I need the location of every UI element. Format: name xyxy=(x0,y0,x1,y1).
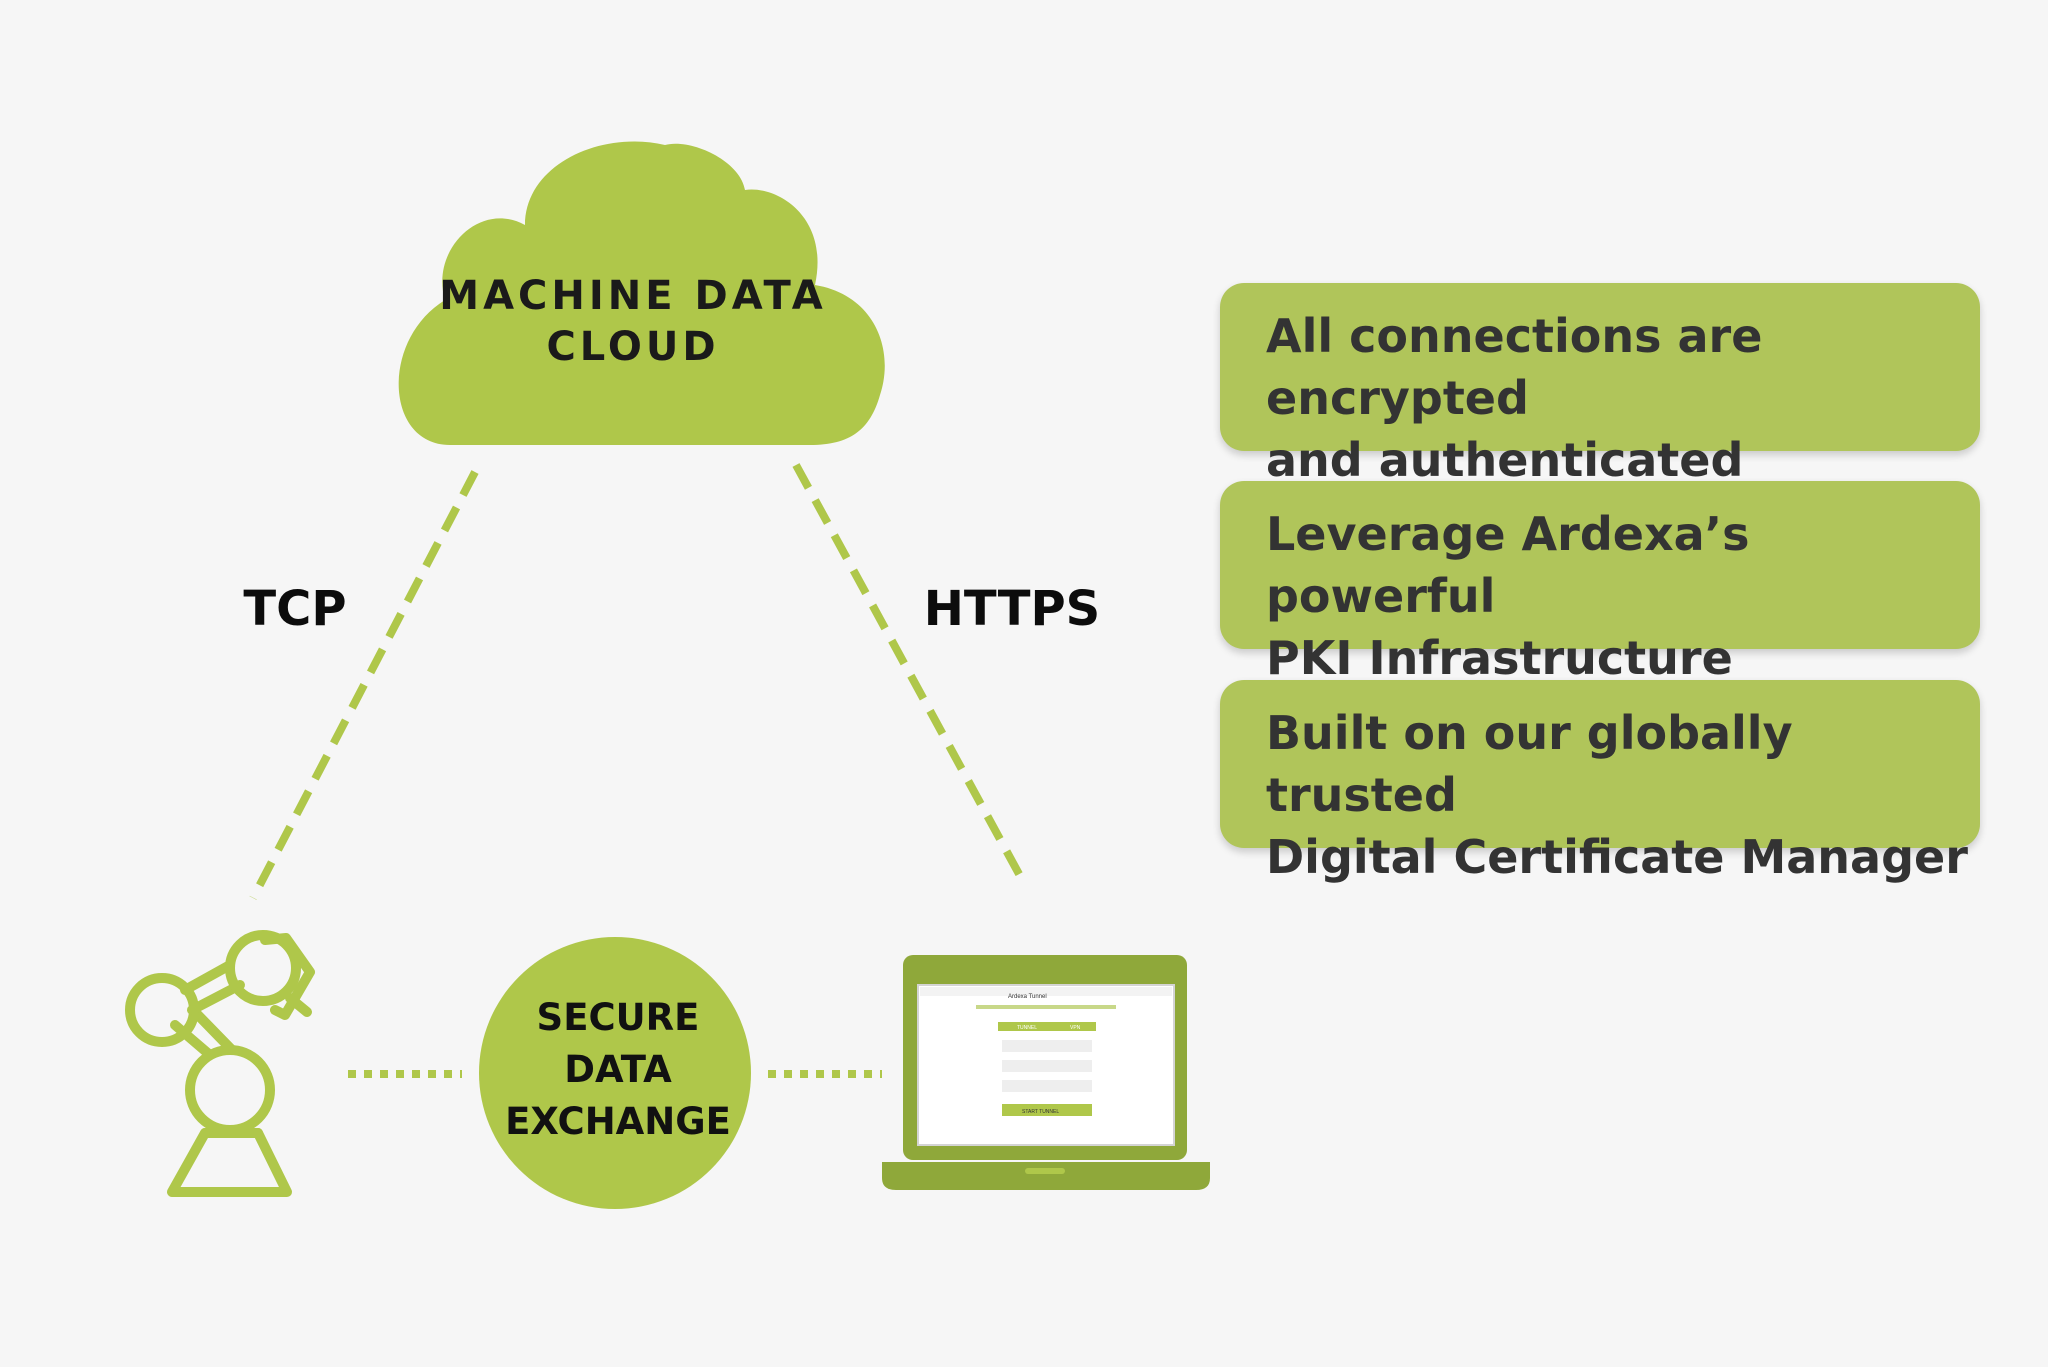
laptop-icon: Ardexa Tunnel TUNNEL VPN START TUNNEL xyxy=(882,955,1210,1190)
info-box-text: All connections are encrypted and authen… xyxy=(1266,309,1763,487)
laptop-tab-tunnel: TUNNEL xyxy=(1017,1025,1037,1031)
laptop-screen: Ardexa Tunnel TUNNEL VPN START TUNNEL xyxy=(920,987,1172,1116)
info-box-certificate: Built on our globally trusted Digital Ce… xyxy=(1220,680,1980,884)
info-box-pki: Leverage Ardexa’s powerful PKI Infrastru… xyxy=(1220,481,1980,685)
https-connection-line xyxy=(792,463,1029,887)
https-label: HTTPS xyxy=(924,581,1101,637)
tcp-label: TCP xyxy=(243,581,346,637)
info-box-text: Built on our globally trusted Digital Ce… xyxy=(1266,706,1968,884)
robot-arm-icon xyxy=(125,930,315,1197)
laptop-start-button: START TUNNEL xyxy=(1022,1109,1059,1115)
exchange-label-line3: EXCHANGE xyxy=(505,1100,731,1143)
info-box-text: Leverage Ardexa’s powerful PKI Infrastru… xyxy=(1266,507,1750,685)
cloud-label-line2: CLOUD xyxy=(546,324,719,370)
secure-data-exchange: SECURE DATA EXCHANGE xyxy=(479,937,751,1209)
cloud-icon: MACHINE DATA CLOUD xyxy=(398,141,885,445)
cloud-label-line1: MACHINE DATA xyxy=(439,273,826,319)
exchange-label-line1: SECURE xyxy=(537,996,700,1039)
laptop-tab-vpn: VPN xyxy=(1070,1025,1081,1031)
info-box-encryption: All connections are encrypted and authen… xyxy=(1220,283,1980,487)
exchange-label-line2: DATA xyxy=(564,1048,672,1091)
tcp-connection-line xyxy=(249,470,479,900)
laptop-app-title: Ardexa Tunnel xyxy=(1008,994,1047,1000)
